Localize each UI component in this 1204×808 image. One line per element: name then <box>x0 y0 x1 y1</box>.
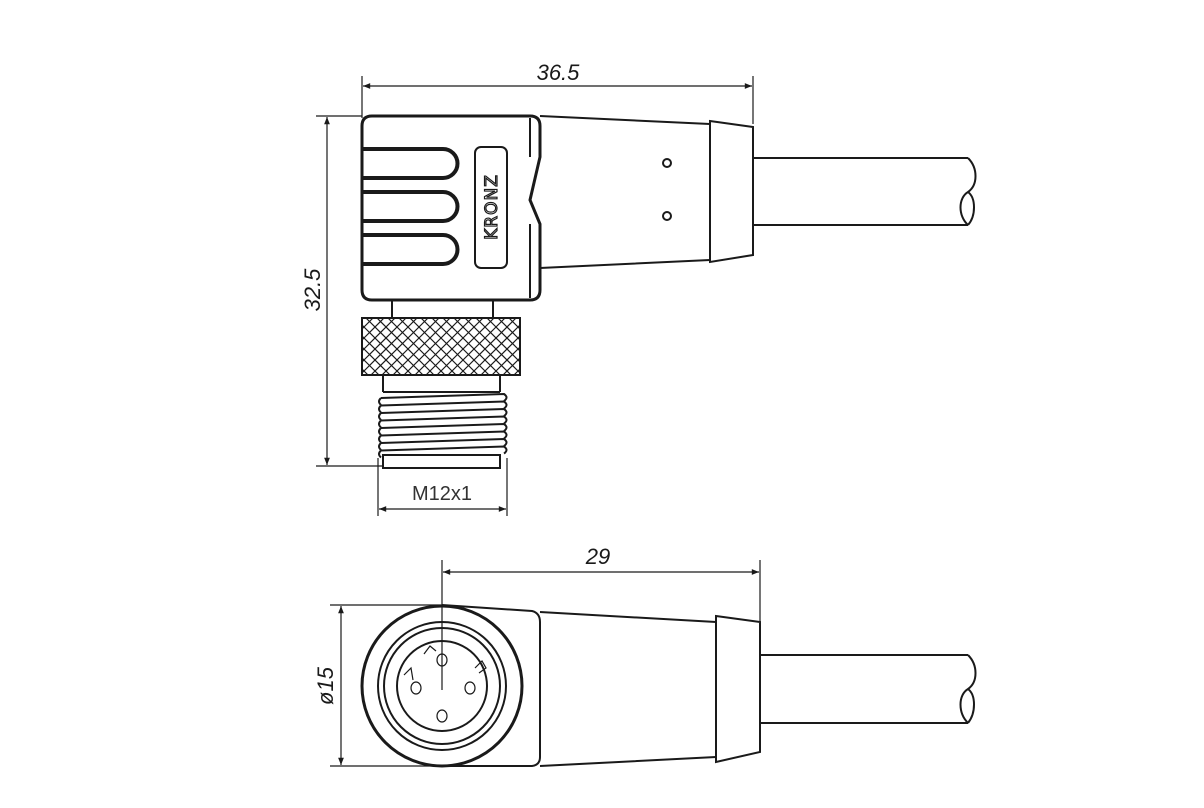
knurl-line <box>403 317 462 376</box>
knurl-line <box>486 317 521 352</box>
marker-dot <box>662 158 672 168</box>
knurl-line <box>365 317 424 376</box>
knurl-line <box>491 346 521 376</box>
knurl-line <box>370 317 429 376</box>
knurl-line <box>361 317 374 330</box>
knurl-line <box>381 317 440 376</box>
coupling-nut <box>361 300 521 392</box>
dimension-diameter: ø15 <box>313 604 442 767</box>
knurl-line <box>409 317 468 376</box>
pin <box>436 709 448 723</box>
knurl-line <box>442 317 501 376</box>
knurl-line <box>414 317 473 376</box>
knurl-line <box>480 335 521 376</box>
logo-plate <box>474 146 508 269</box>
knurl-line <box>361 317 385 341</box>
thread-line <box>378 437 508 451</box>
cable-front <box>760 654 977 724</box>
height-dimension-label: 32.5 <box>300 268 325 312</box>
thread-line <box>378 392 508 406</box>
thread-dimension-label: M12x1 <box>412 483 472 505</box>
knurl-line <box>361 357 380 376</box>
connector-housing: KRONZ <box>360 114 542 302</box>
kronz-logo: KRONZ <box>482 174 502 240</box>
knurl-line <box>502 357 521 376</box>
cable-ring <box>715 614 761 764</box>
front-view: 29 ø15 <box>313 544 977 768</box>
knurl-line <box>420 317 479 376</box>
knurl-line <box>361 368 369 376</box>
dimension-height: 32.5 <box>300 115 382 467</box>
length-dimension-label: 29 <box>585 544 610 569</box>
knurl-line <box>361 335 402 376</box>
knurl-line <box>458 317 517 376</box>
knurl-line <box>447 317 506 376</box>
thread <box>378 391 508 469</box>
knurl-line <box>436 317 495 376</box>
knurl-line <box>469 324 521 376</box>
marker-dot <box>662 211 672 221</box>
knurl-line <box>464 317 521 374</box>
side-view: 36.5 32.5 KRONZ <box>300 60 977 516</box>
housing-front <box>441 604 761 767</box>
knurl-line <box>361 324 413 376</box>
knurl-line <box>376 317 435 376</box>
knurl-line <box>361 317 407 363</box>
pin <box>436 653 448 667</box>
dimension-width: 36.5 <box>361 60 754 124</box>
dimension-thread: M12x1 <box>377 458 508 516</box>
knurl-line <box>392 317 451 376</box>
width-dimension-label: 36.5 <box>537 60 581 85</box>
thread-line <box>378 407 508 421</box>
knurl-line <box>387 317 446 376</box>
dimension-length: 29 <box>441 544 761 690</box>
pin <box>410 681 422 695</box>
thread-line <box>378 415 508 429</box>
diameter-dimension-label: ø15 <box>313 666 338 705</box>
cable <box>753 157 977 226</box>
knurl-line <box>513 368 521 376</box>
thread-line <box>378 445 508 459</box>
knurl-line <box>361 317 396 352</box>
thread-line <box>378 430 508 444</box>
knurl-line <box>453 317 512 376</box>
knurl-line <box>361 346 391 376</box>
thread-line <box>378 400 508 414</box>
connector-face <box>360 604 524 768</box>
strain-relief <box>539 115 754 269</box>
thread-line <box>378 422 508 436</box>
pin <box>464 681 476 695</box>
knurl-line <box>361 317 418 374</box>
knurl-line <box>431 317 490 376</box>
knurl-line <box>398 317 457 376</box>
knurl-line <box>425 317 484 376</box>
cable-ring <box>709 119 754 264</box>
